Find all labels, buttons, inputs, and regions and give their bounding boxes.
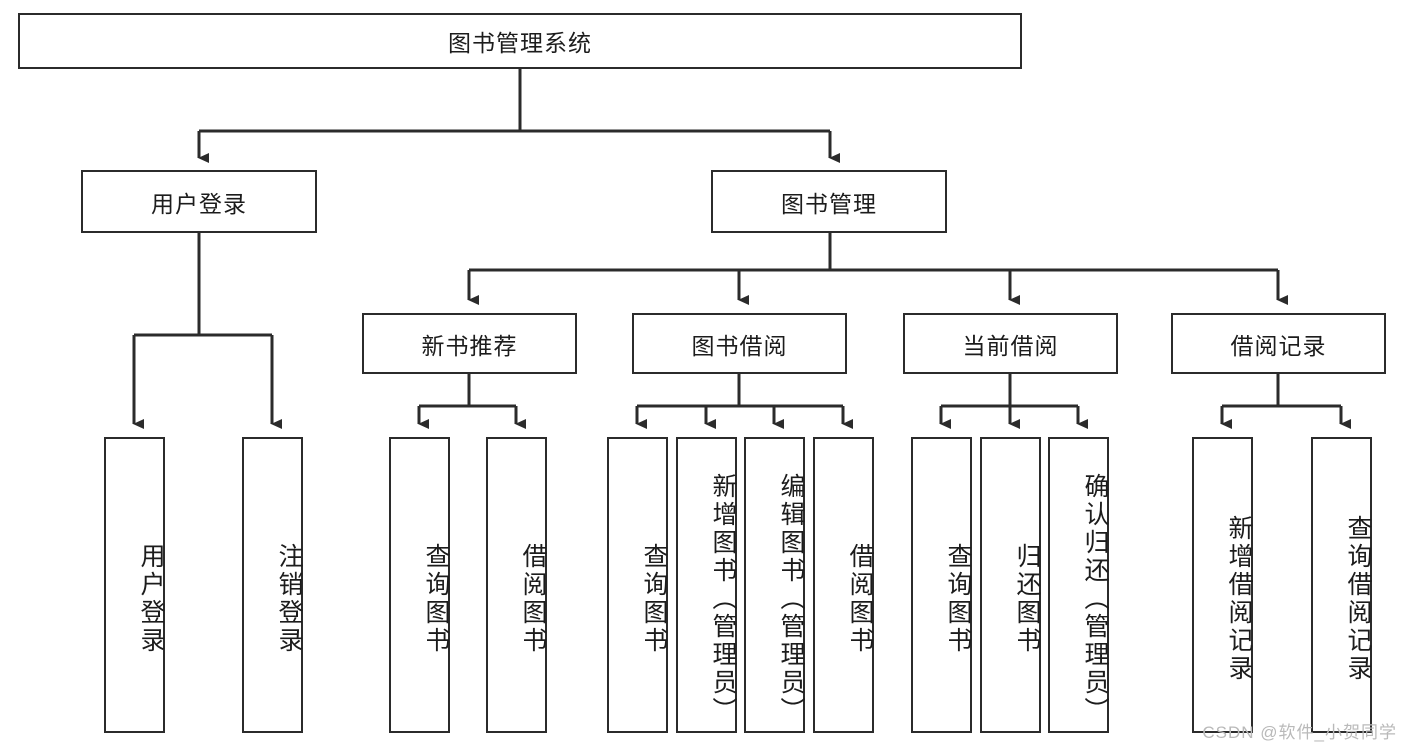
- node-current-borrow[interactable]: 当前借阅: [903, 313, 1118, 374]
- node-current-borrow-label: 当前借阅: [962, 332, 1059, 359]
- leaf-current-return-book[interactable]: 归还图书: [980, 437, 1041, 733]
- watermark: CSDN @软件_小贺同学: [1202, 723, 1397, 742]
- leaf-record-query-record[interactable]: 查询借阅记录: [1311, 437, 1372, 733]
- leaf-label: 借阅图书: [846, 543, 874, 655]
- node-borrow-record-label: 借阅记录: [1230, 332, 1327, 359]
- node-new-book-recommend-label: 新书推荐: [421, 332, 518, 359]
- leaf-current-confirm-return-admin[interactable]: 确认归还（管理员）: [1048, 437, 1109, 733]
- leaf-label: 查询图书: [640, 543, 668, 655]
- leaf-borrow-edit-book-admin[interactable]: 编辑图书（管理员）: [744, 437, 805, 733]
- leaf-borrow-query-book[interactable]: 查询图书: [607, 437, 668, 733]
- leaf-user-login-login[interactable]: 用户登录: [104, 437, 165, 733]
- node-user-login-label: 用户登录: [151, 190, 247, 217]
- leaf-recommend-query-book[interactable]: 查询图书: [389, 437, 450, 733]
- leaf-label: 归还图书: [1013, 543, 1041, 655]
- leaf-label: 确认归还（管理员）: [1081, 473, 1109, 725]
- leaf-record-add-record[interactable]: 新增借阅记录: [1192, 437, 1253, 733]
- node-new-book-recommend[interactable]: 新书推荐: [362, 313, 577, 374]
- node-book-borrow[interactable]: 图书借阅: [632, 313, 847, 374]
- leaf-label: 查询图书: [944, 543, 972, 655]
- leaf-label: 新增图书（管理员）: [709, 473, 737, 725]
- leaf-current-query-book[interactable]: 查询图书: [911, 437, 972, 733]
- leaf-label: 注销登录: [275, 543, 303, 655]
- node-book-borrow-label: 图书借阅: [691, 332, 788, 359]
- leaf-label: 查询图书: [422, 543, 450, 655]
- leaf-label: 查询借阅记录: [1344, 515, 1372, 683]
- leaf-user-login-logout[interactable]: 注销登录: [242, 437, 303, 733]
- leaf-label: 新增借阅记录: [1225, 515, 1253, 683]
- leaf-label: 编辑图书（管理员）: [777, 473, 805, 725]
- node-book-management[interactable]: 图书管理: [711, 170, 947, 233]
- node-book-management-label: 图书管理: [781, 190, 877, 217]
- leaf-label: 借阅图书: [519, 543, 547, 655]
- node-user-login[interactable]: 用户登录: [81, 170, 317, 233]
- leaf-label: 用户登录: [137, 543, 165, 655]
- node-root[interactable]: 图书管理系统: [18, 13, 1022, 69]
- node-borrow-record[interactable]: 借阅记录: [1171, 313, 1386, 374]
- leaf-borrow-add-book-admin[interactable]: 新增图书（管理员）: [676, 437, 737, 733]
- leaf-recommend-borrow-book[interactable]: 借阅图书: [486, 437, 547, 733]
- node-root-label: 图书管理系统: [448, 30, 592, 56]
- leaf-borrow-borrow-book[interactable]: 借阅图书: [813, 437, 874, 733]
